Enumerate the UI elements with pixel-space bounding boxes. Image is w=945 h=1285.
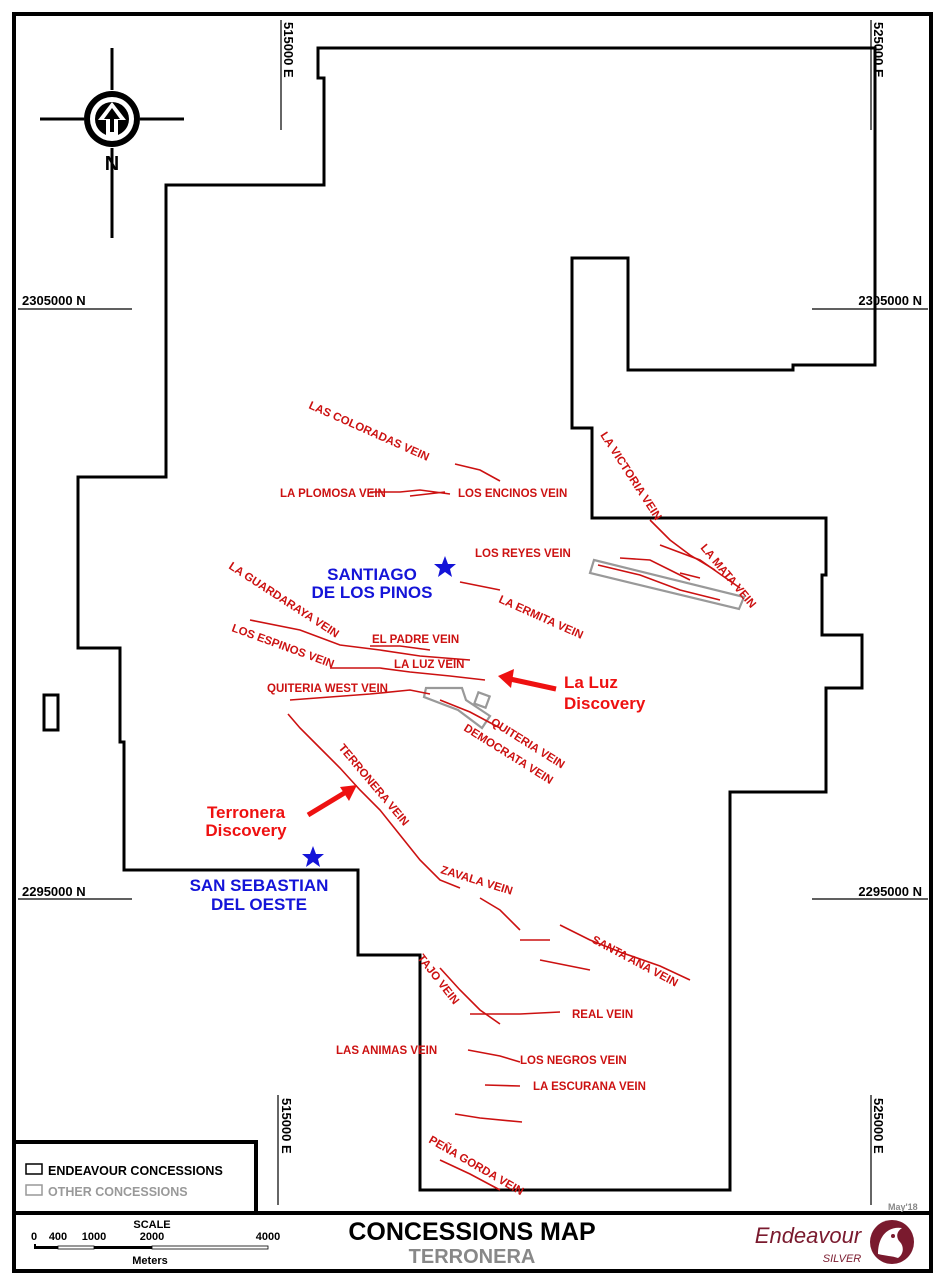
discovery-arrow-icon [498,669,557,692]
town-santiago-line1: SANTIAGO [327,565,417,584]
town-san-sebastian-line1: SAN SEBASTIAN [190,876,329,895]
grid-label-e-left-top: 515000 E [281,22,296,78]
discovery-la-luz-line1: La Luz [564,673,618,692]
grid-label-e-left-bottom: 515000 E [279,1098,294,1154]
north-arrow-icon [40,48,184,238]
small-concession-block [42,693,60,732]
vein-label-la-plomosa: LA PLOMOSA VEIN [280,488,386,500]
town-star-icon [434,556,456,577]
vein-label-los-reyes: LOS REYES VEIN [475,548,571,560]
vein-label-los-encinos: LOS ENCINOS VEIN [458,488,567,500]
discovery-terronera-line2: Discovery [205,821,287,840]
vein-label-la-luz: LA LUZ VEIN [394,659,465,671]
endeavour-concession-boundary [76,46,877,1192]
vein-label-la-escurana: LA ESCURANA VEIN [533,1081,646,1093]
discovery-terronera-line1: Terronera [207,803,286,822]
vein-label-los-negros: LOS NEGROS VEIN [520,1055,627,1067]
grid-label-n-upper-left: 2305000 N [22,293,86,308]
grid-ticks [18,20,928,1205]
north-label: N [105,153,119,175]
grid-label-n-upper-right: 2305000 N [858,293,922,308]
legend-box [12,1140,258,1215]
scale-tick-400: 400 [49,1231,67,1243]
scale-bar [34,1244,269,1250]
scale-unit: Meters [132,1255,167,1267]
scale-tick-4000: 4000 [256,1231,280,1243]
company-logo-icon [870,1220,914,1264]
town-star-icon [302,846,324,867]
scale-tick-0: 0 [31,1231,37,1243]
grid-label-n-lower-right: 2295000 N [858,884,922,899]
grid-label-n-lower-left: 2295000 N [22,884,86,899]
discovery-arrow-icon [306,785,357,818]
legend-label-endeavour: ENDEAVOUR CONCESSIONS [48,1164,223,1178]
vein-label-quiteria-west: QUITERIA WEST VEIN [267,683,388,695]
town-santiago-line2: DE LOS PINOS [312,583,433,602]
company-name: Endeavour [755,1223,863,1248]
scale-tick-1000: 1000 [82,1231,106,1243]
grid-label-e-right-top: 525000 E [871,22,886,78]
legend-label-other: OTHER CONCESSIONS [48,1185,188,1199]
discovery-la-luz-line2: Discovery [564,694,646,713]
map-date: May'18 [888,1202,918,1212]
other-concessions [422,558,746,730]
grid-label-e-right-bottom: 525000 E [871,1098,886,1154]
town-san-sebastian-line2: DEL OESTE [211,895,307,914]
legend-swatch-endeavour [25,1163,43,1175]
map-subtitle: TERRONERA [409,1246,536,1268]
scale-tick-2000: 2000 [140,1231,164,1243]
scale-title: SCALE [133,1219,170,1231]
vein-label-el-padre: EL PADRE VEIN [372,634,459,646]
map-frame [12,12,933,1273]
vein-label-las-animas: LAS ANIMAS VEIN [336,1045,437,1057]
vein-label-real: REAL VEIN [572,1009,633,1021]
vein-traces [249,463,741,1191]
map-title: CONCESSIONS MAP [348,1218,595,1246]
legend-swatch-other [25,1184,43,1196]
company-tagline: SILVER [823,1253,862,1265]
